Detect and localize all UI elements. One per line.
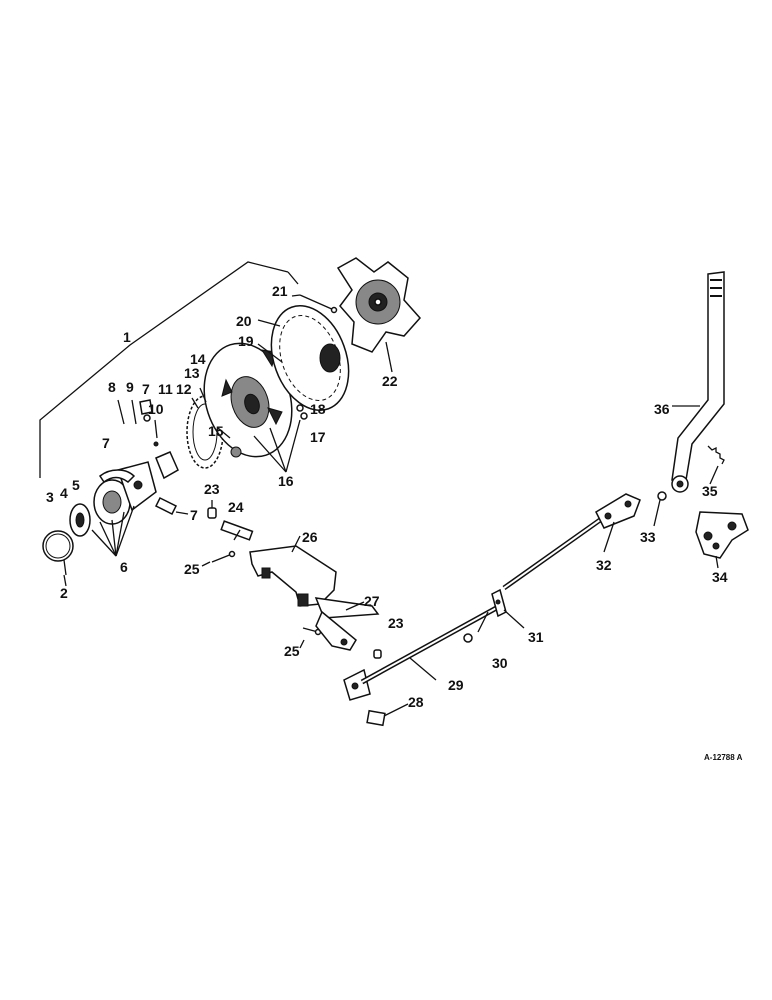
callout-11: 11 [158, 381, 173, 397]
callout-3: 3 [46, 489, 54, 505]
callout-14: 14 [190, 351, 206, 367]
cross-shaft-part [249, 545, 337, 607]
callout-33: 33 [640, 529, 656, 545]
callout-24: 24 [228, 499, 244, 515]
callout-20: 20 [236, 313, 252, 329]
clevis-pin-part [366, 703, 409, 727]
release-fork-part [98, 451, 189, 516]
bracket-34-part [695, 511, 749, 559]
leader-lines [63, 294, 719, 681]
clutch-disc-part [336, 257, 422, 353]
callout-9: 9 [126, 379, 134, 395]
callout-15: 15 [208, 423, 224, 439]
callout-25b: 25 [284, 643, 300, 659]
callout-8: 8 [108, 379, 116, 395]
spring-part [707, 445, 725, 465]
yoke-part [595, 493, 641, 529]
callout-12: 12 [176, 381, 192, 397]
callout-28: 28 [408, 694, 424, 710]
callout-7c: 7 [190, 507, 198, 523]
callout-35: 35 [702, 483, 718, 499]
nut-part [657, 491, 667, 501]
callout-13: 13 [184, 365, 200, 381]
callout-22: 22 [382, 373, 398, 389]
callout-27: 27 [364, 593, 380, 609]
callout-25a: 25 [184, 561, 200, 577]
callout-4: 4 [60, 485, 68, 501]
callout-2: 2 [60, 585, 68, 601]
callout-19: 19 [238, 333, 254, 349]
callout-30: 30 [492, 655, 508, 671]
callout-5: 5 [72, 477, 80, 493]
rod-29-part [343, 603, 502, 701]
clutch-cover-part [270, 305, 350, 411]
callout-31: 31 [528, 629, 544, 645]
callout-23b: 23 [388, 615, 404, 631]
small-pins-part [117, 399, 159, 447]
callout-7b: 7 [142, 381, 150, 397]
callout-labels: 1 2 3 4 5 6 7 7 7 8 9 10 11 12 13 14 15 … [46, 283, 743, 762]
callout-7a: 7 [102, 435, 110, 451]
callout-32: 32 [596, 557, 612, 573]
callout-34: 34 [712, 569, 728, 585]
release-bearing-part [69, 461, 157, 537]
callout-16: 16 [278, 473, 294, 489]
pedal-lever-part [671, 271, 725, 493]
lever-arm-part [314, 597, 380, 651]
pin-21-part [299, 294, 338, 314]
callout-36: 36 [654, 401, 670, 417]
callout-26: 26 [302, 529, 318, 545]
callout-18: 18 [310, 401, 326, 417]
callout-10: 10 [148, 401, 164, 417]
callout-1: 1 [123, 329, 131, 345]
callout-23a: 23 [204, 481, 220, 497]
callout-29: 29 [448, 677, 464, 693]
assembly-bracket [39, 261, 299, 478]
callout-17: 17 [310, 429, 326, 445]
callout-6: 6 [120, 559, 128, 575]
upper-rod-part [502, 517, 602, 591]
pins-23-24-25-part [207, 500, 382, 659]
snap-ring-part [42, 530, 74, 576]
pin-30-part [463, 611, 489, 643]
reference-code: A-12788 A [704, 753, 743, 762]
callout-21: 21 [272, 283, 288, 299]
